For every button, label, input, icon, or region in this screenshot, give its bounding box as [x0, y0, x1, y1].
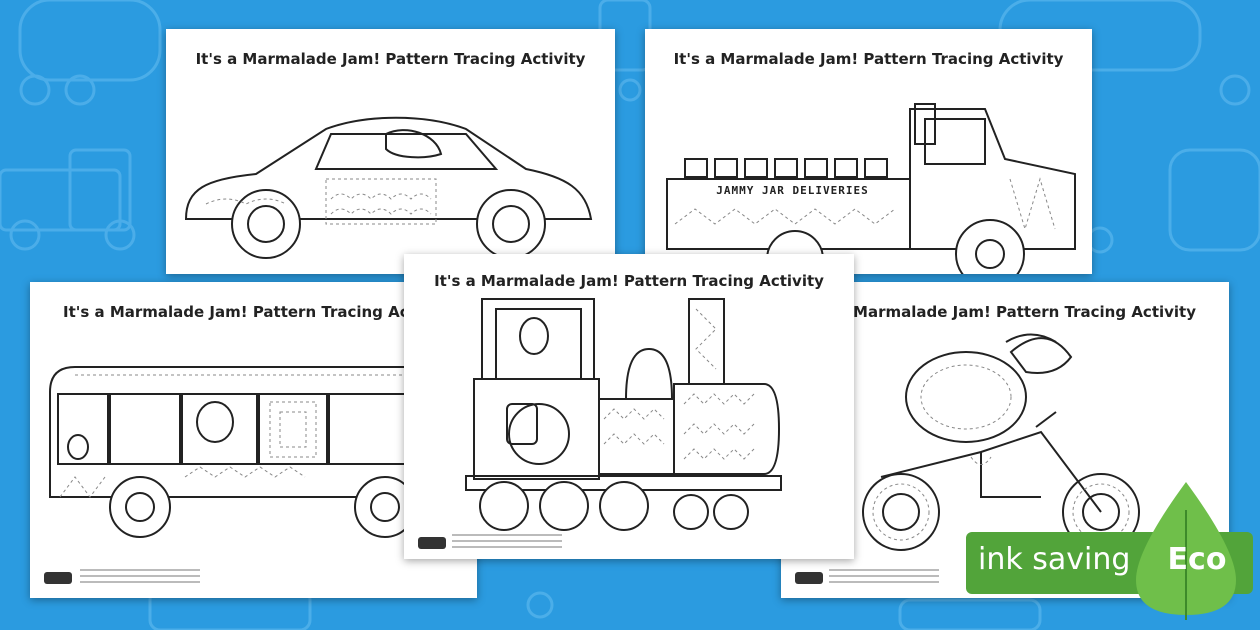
truck-sign-text: JAMMY JAR DELIVERIES	[716, 184, 869, 197]
brand-logo	[795, 572, 823, 584]
worksheet-title: It's a Marmalade Jam! Pattern Tracing Ac…	[434, 272, 824, 290]
worksheet-car[interactable]: It's a Marmalade Jam! Pattern Tracing Ac…	[166, 29, 615, 274]
badge-eco-label: Eco	[1167, 542, 1227, 577]
brand-logo	[44, 572, 72, 584]
bus-with-animals-icon	[49, 366, 477, 538]
worksheet-truck[interactable]: It's a Marmalade Jam! Pattern Tracing Ac…	[645, 29, 1092, 274]
worksheet-title: It's a Marmalade Jam! Pattern Tracing Ac…	[806, 303, 1196, 321]
footer-small-print	[80, 569, 200, 587]
ink-saving-badge: ink saving Eco	[966, 480, 1260, 630]
worksheet-train[interactable]: It's a Marmalade Jam! Pattern Tracing Ac…	[404, 254, 854, 559]
footer-small-print	[829, 569, 939, 587]
leaf-drop-icon	[1136, 482, 1236, 620]
badge-label: ink saving	[978, 542, 1131, 577]
worksheet-bus[interactable]: It's a Marmalade Jam! Pattern Tracing Ac…	[30, 282, 477, 598]
worksheet-title: It's a Marmalade Jam! Pattern Tracing Ac…	[63, 303, 453, 321]
worksheet-title: It's a Marmalade Jam! Pattern Tracing Ac…	[673, 50, 1064, 68]
brand-logo	[418, 537, 446, 549]
footer-small-print	[452, 534, 562, 552]
jam-delivery-truck-icon	[666, 103, 1076, 274]
car-with-character-icon	[184, 116, 593, 259]
steam-train-icon	[465, 298, 782, 531]
worksheet-title: It's a Marmalade Jam! Pattern Tracing Ac…	[195, 50, 586, 68]
tortoise-on-motorbike-icon	[862, 333, 1140, 551]
